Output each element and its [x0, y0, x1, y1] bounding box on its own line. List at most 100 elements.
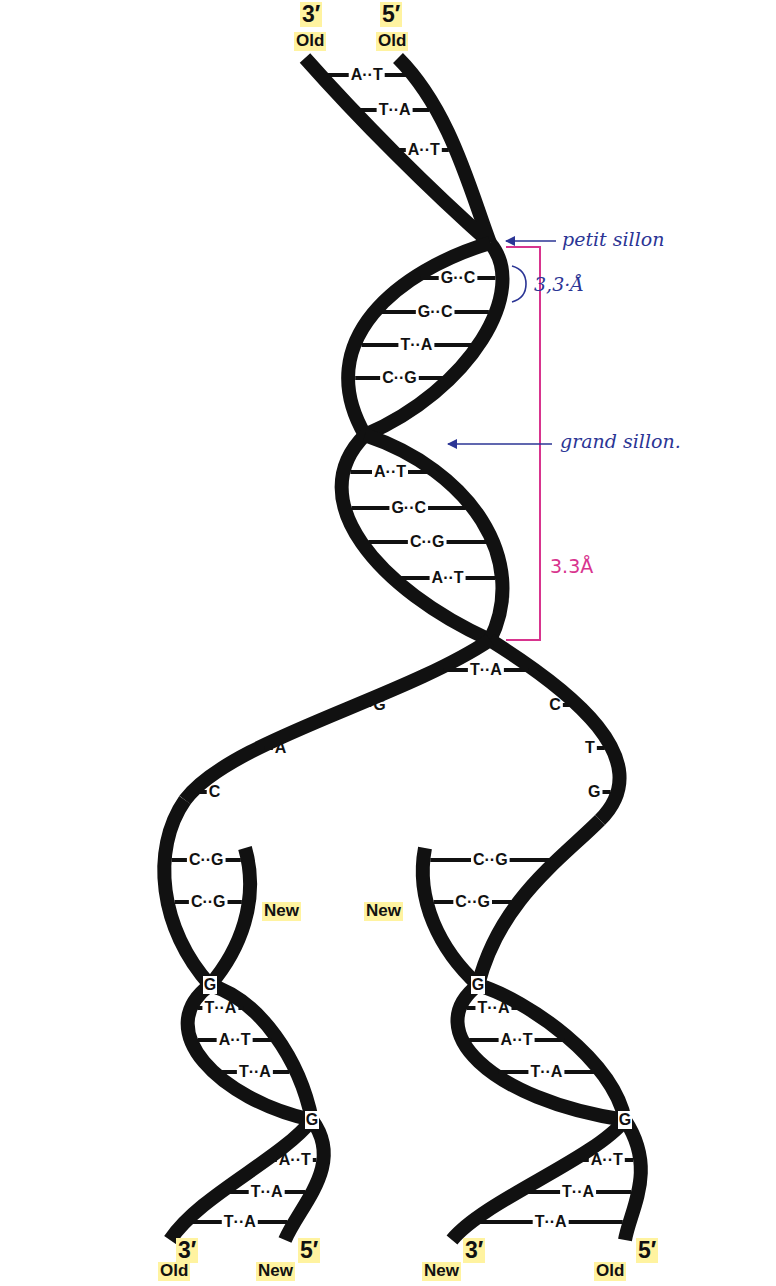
leader-arrow	[448, 443, 552, 445]
base-letter: C	[209, 783, 221, 801]
bond-tick	[569, 1220, 623, 1224]
base-pair: G··C	[418, 303, 453, 321]
base-pair: A··T	[432, 569, 464, 587]
bond-tick	[564, 1070, 594, 1074]
bond-tick	[253, 1038, 272, 1042]
bond-tick	[444, 668, 468, 672]
annotation: 3,3·Å	[534, 274, 584, 295]
bond-tick	[421, 276, 439, 280]
base-letter: G	[373, 696, 385, 714]
bond-tick	[597, 746, 605, 750]
bond-tick	[273, 1158, 277, 1162]
bond-tick	[504, 668, 528, 672]
bond-tick	[175, 900, 189, 904]
bond-tick	[273, 1070, 289, 1074]
base-pair: C··G	[191, 893, 226, 911]
bond-tick	[199, 790, 207, 794]
dna-strand	[164, 800, 210, 985]
end-label: Old	[294, 32, 326, 51]
end-label: Old	[158, 1262, 190, 1281]
bond-tick	[479, 1220, 533, 1224]
end-label: Old	[376, 32, 408, 51]
bond-tick	[413, 108, 430, 112]
base-letter: G	[203, 976, 217, 994]
bond-tick	[355, 376, 380, 380]
bond-tick	[525, 1190, 560, 1194]
base-letter: G	[471, 976, 485, 994]
bond-tick	[238, 1006, 243, 1010]
bond-tick	[381, 310, 415, 314]
base-pair: T··A	[535, 1213, 567, 1231]
end-label: 5′	[298, 1238, 320, 1263]
base-pair: G··C	[391, 499, 426, 517]
base-letter: A	[275, 739, 287, 757]
bond-tick	[362, 343, 399, 347]
dna-strand	[478, 820, 600, 985]
annotation: 3.3Å	[550, 556, 593, 577]
bond-tick	[327, 73, 349, 77]
bond-tick	[511, 1006, 520, 1010]
base-letter: G	[618, 1111, 632, 1129]
base-pair: A··T	[591, 1151, 623, 1169]
end-label: New	[262, 902, 301, 921]
bond-tick	[447, 540, 487, 544]
bond-tick	[419, 376, 444, 380]
dna-strand	[398, 58, 490, 243]
bond-tick	[408, 470, 430, 474]
base-pair: C··G	[189, 851, 224, 869]
leader-arrow	[506, 240, 556, 242]
base-pair: A··T	[279, 1151, 311, 1169]
end-label: Old	[594, 1262, 626, 1281]
bond-tick	[430, 858, 471, 862]
annotation: grand sillon.	[560, 431, 681, 452]
base-pair: T··A	[204, 999, 236, 1017]
end-label: 3′	[300, 2, 322, 27]
base-pair: T··A	[224, 1213, 256, 1231]
base-pair: T··A	[562, 1183, 594, 1201]
base-letter: T	[585, 739, 595, 757]
bond-tick	[368, 540, 408, 544]
bond-tick	[285, 1190, 306, 1194]
dna-strand	[188, 985, 312, 1120]
base-pair: C··G	[382, 369, 417, 387]
base-pair: T··A	[379, 101, 411, 119]
bond-tick	[228, 1190, 249, 1194]
end-label: 5′	[380, 2, 402, 27]
base-pair: A··T	[408, 141, 440, 159]
bond-tick	[192, 1220, 222, 1224]
bond-tick	[313, 1158, 317, 1162]
bond-tick	[265, 746, 273, 750]
base-pair: T··A	[400, 336, 432, 354]
dna-strand	[457, 985, 625, 1120]
base-pair: T··A	[477, 999, 509, 1017]
end-label: 3′	[463, 1238, 485, 1263]
bond-tick	[469, 1038, 498, 1042]
spacing-brace	[512, 266, 526, 302]
dna-strand	[348, 243, 490, 435]
bond-tick	[580, 1158, 588, 1162]
bond-tick	[172, 858, 187, 862]
bond-tick	[220, 1070, 236, 1074]
base-letter: G	[305, 1111, 319, 1129]
bond-tick	[198, 1038, 217, 1042]
base-pair: T··A	[470, 661, 502, 679]
bond-tick	[399, 148, 406, 152]
base-letter: C	[549, 696, 561, 714]
bond-tick	[400, 576, 429, 580]
bond-tick	[434, 900, 454, 904]
dna-strand	[625, 1120, 641, 1240]
dna-strand	[490, 640, 620, 820]
bond-tick	[596, 1190, 631, 1194]
annotation: petit sillon	[562, 229, 664, 250]
bond-tick	[603, 790, 611, 794]
base-pair: A··T	[351, 66, 383, 84]
dna-strand	[365, 435, 502, 640]
bond-tick	[467, 1006, 476, 1010]
base-pair: G··C	[441, 269, 476, 287]
base-pair: C··G	[410, 533, 445, 551]
bond-tick	[454, 310, 488, 314]
base-pair: T··A	[239, 1063, 271, 1081]
bond-tick	[352, 506, 390, 510]
